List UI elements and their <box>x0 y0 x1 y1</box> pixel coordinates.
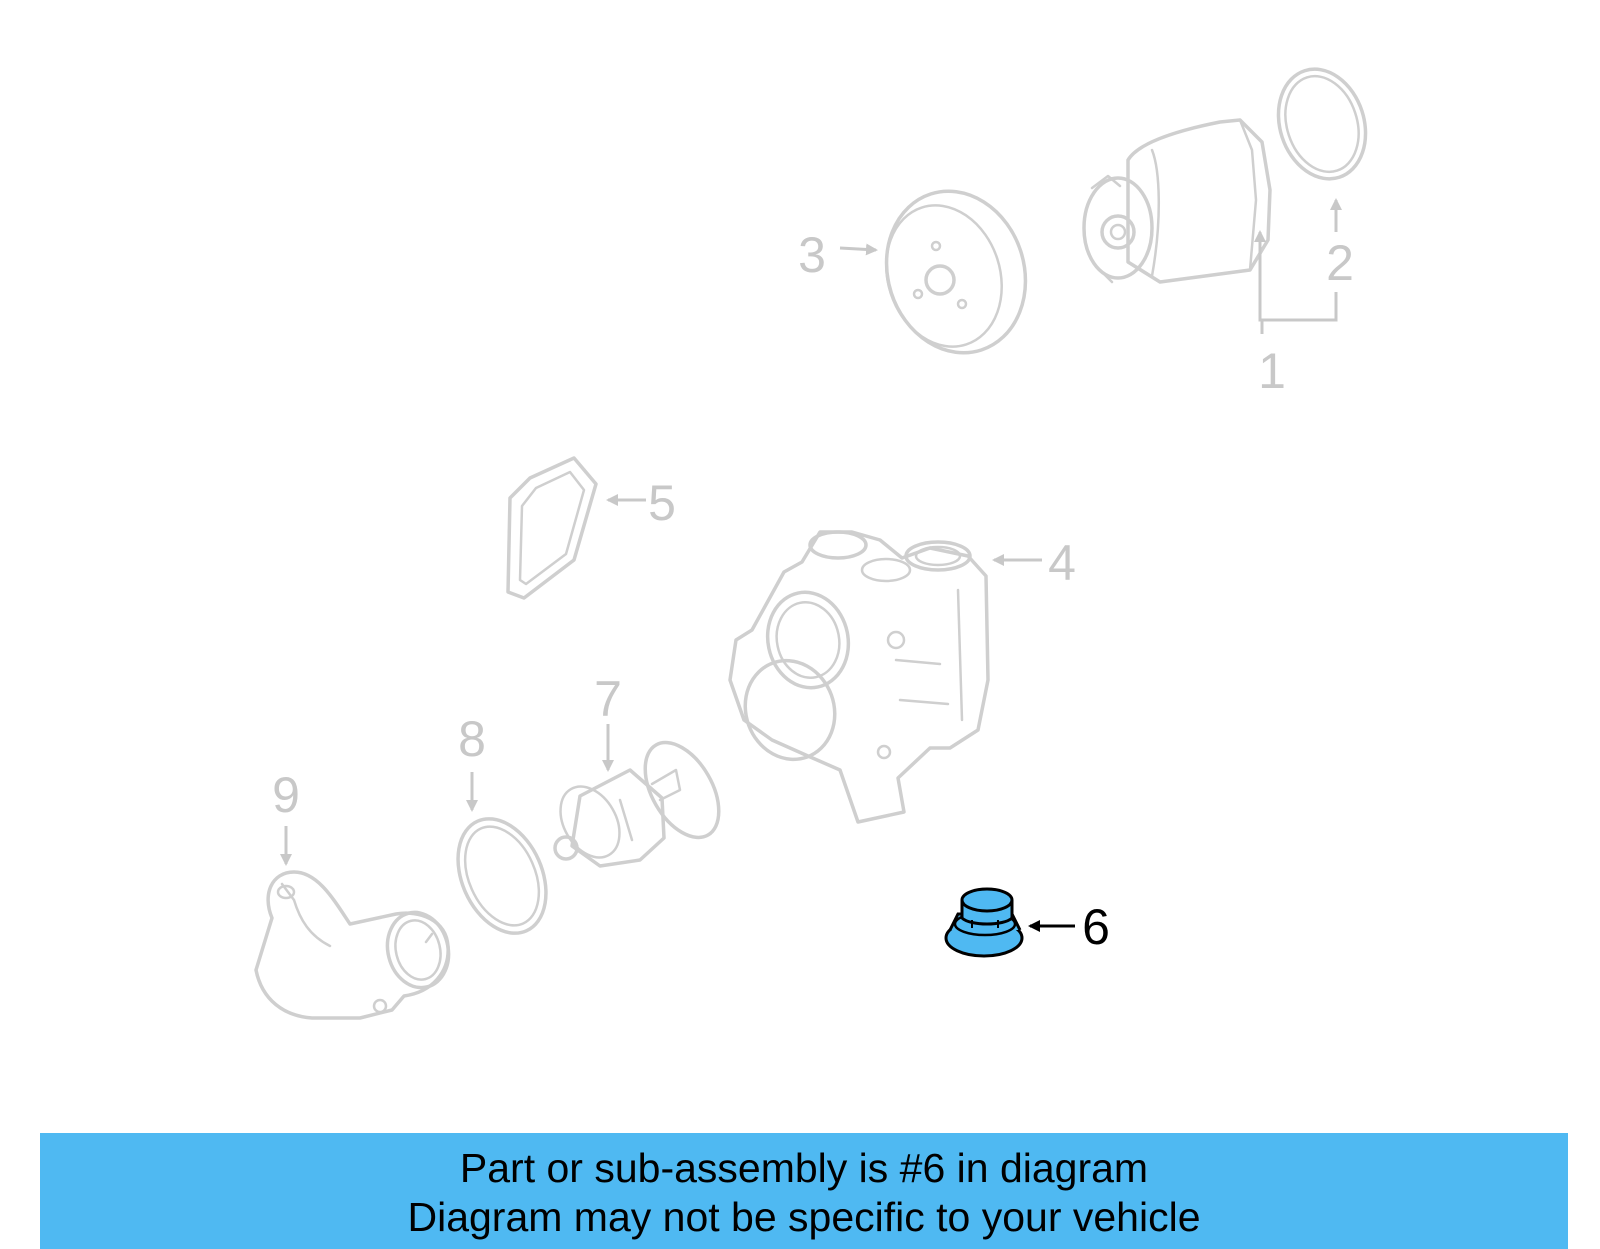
callout-4: 4 <box>1048 535 1076 591</box>
part-8-o-ring[interactable] <box>441 805 563 947</box>
part-3-pulley[interactable] <box>866 173 1046 371</box>
banner-line-disclaimer: Diagram may not be specific to your vehi… <box>407 1194 1201 1240</box>
banner-line-part: Part or sub-assembly is #6 in diagram <box>459 1145 1149 1191</box>
part-4-thermostat-housing[interactable] <box>728 530 990 824</box>
callout-5: 5 <box>648 475 676 531</box>
callout-3: 3 <box>798 227 826 283</box>
callout-2: 2 <box>1326 235 1354 291</box>
part-5-gasket[interactable] <box>506 456 598 600</box>
part-9-coolant-outlet[interactable] <box>254 870 456 1020</box>
callout-9: 9 <box>272 767 300 823</box>
callout-7: 7 <box>594 671 622 727</box>
callout-8: 8 <box>458 711 486 767</box>
leader-lines <box>280 198 1342 932</box>
part-7-thermostat[interactable] <box>548 730 733 868</box>
callout-1: 1 <box>1258 343 1286 399</box>
part-6-cap[interactable] <box>944 887 1024 958</box>
part-1-water-pump[interactable] <box>1082 118 1272 284</box>
callout-6: 6 <box>1082 899 1110 955</box>
info-banner: Part or sub-assembly is #6 in diagram Di… <box>40 1133 1568 1249</box>
part-2-gasket[interactable] <box>1265 58 1379 190</box>
